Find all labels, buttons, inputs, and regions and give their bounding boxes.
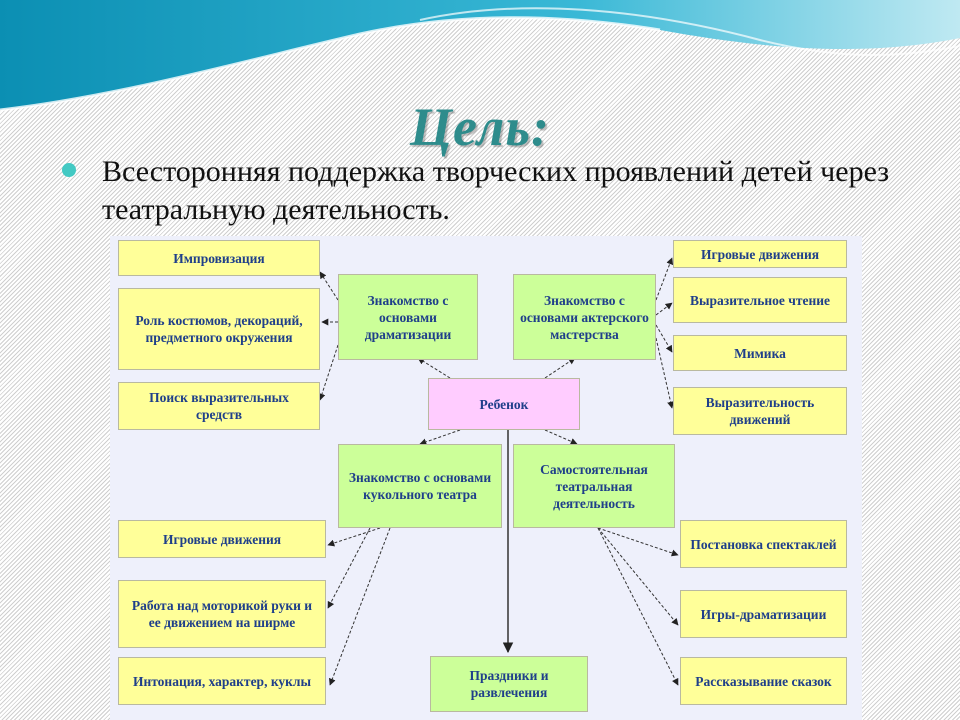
slide-title: Цель: [410,97,550,157]
item-dramatization-games: Игры-драматизации [680,590,847,638]
item-costumes-role: Роль костюмов, декораций, предметного ок… [118,288,320,370]
branch-independent-activity: Самостоятельная театральная деятельность [513,444,675,528]
item-game-movements-acting: Игровые движения [673,240,847,268]
item-movement-expressiveness: Выразительность движений [673,387,847,435]
item-storytelling: Рассказывание сказок [680,657,847,705]
goal-text: Всесторонняя поддержка творческих проявл… [102,155,890,226]
branch-acting: Знакомство с основами актерского мастерс… [513,274,656,360]
item-improvisation: Импровизация [118,240,320,276]
item-intonation-character: Интонация, характер, куклы [118,657,326,705]
item-game-movements-puppet: Игровые движения [118,520,326,558]
item-expressive-means: Поиск выразительных средств [118,382,320,430]
branch-dramatization: Знакомство с основами драматизации [338,274,478,360]
bullet-icon [62,163,76,177]
goal-bullet: Всесторонняя поддержка творческих проявл… [62,153,926,229]
header-wave-decoration [0,0,960,112]
branch-holidays: Праздники и развлечения [430,656,588,712]
item-staging-performances: Постановка спектаклей [680,520,847,568]
item-expressive-reading: Выразительное чтение [673,277,847,323]
branch-puppet-theatre: Знакомство с основами кукольного театра [338,444,502,528]
item-mimicry: Мимика [673,335,847,371]
item-hand-motor-skills: Работа над моторикой руки и ее движением… [118,580,326,648]
center-child: Ребенок [428,378,580,430]
